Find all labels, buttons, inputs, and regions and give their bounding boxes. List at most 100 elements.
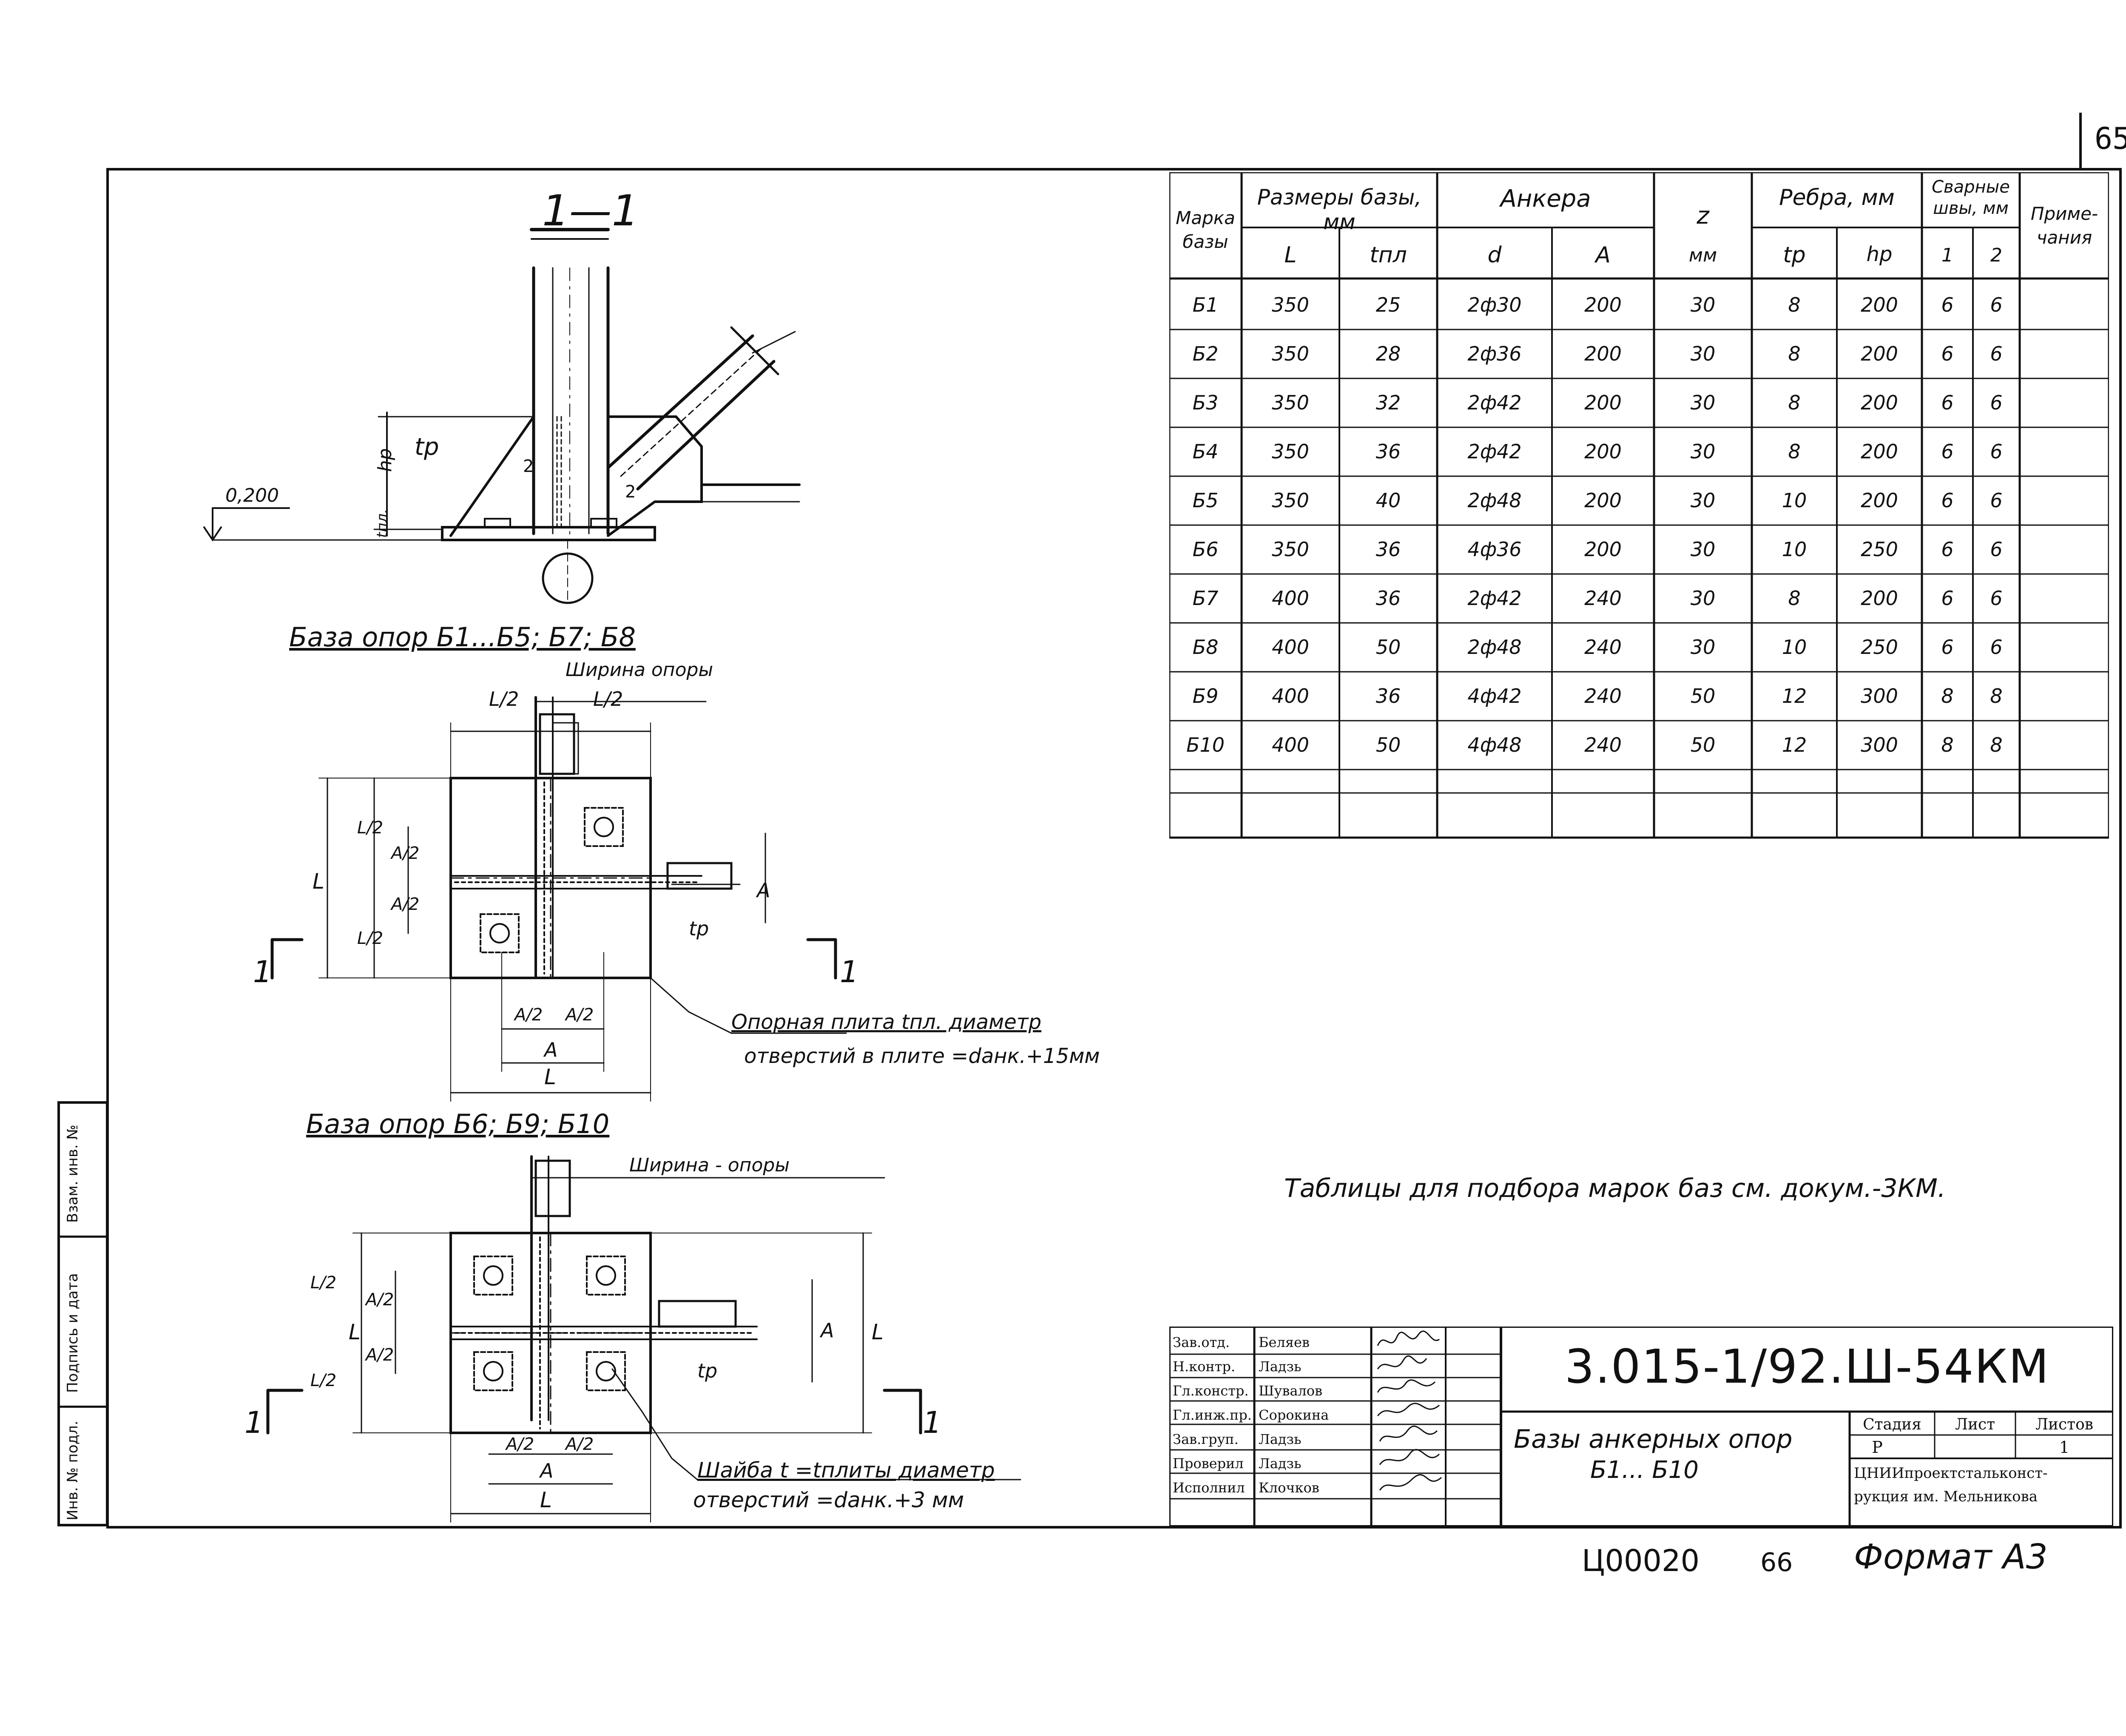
th-tp: tp	[1783, 242, 1806, 268]
side-stamp: Взам. инв. № Подпись и дата Инв. № подл.	[57, 1101, 108, 1526]
plan1-dim-A2-h2: A/2	[564, 1005, 594, 1025]
base-table: Марка базы Размеры базы, мм Анкера z мм …	[1169, 172, 2109, 840]
th-notes: Приме- чания	[2030, 203, 2098, 248]
dim-hp: hp	[374, 448, 396, 472]
plan1-dim-L-left: L	[313, 869, 324, 894]
th-w1: 1	[1941, 244, 1953, 266]
plan1-width-label: Ширина опоры	[566, 659, 713, 681]
staff-row: Гл.инж.пр.Сорокина	[1173, 1407, 1329, 1423]
sheet-number-box: 65	[2079, 113, 2126, 168]
plan1-note-1: Опорная плита tпл. диаметр	[731, 1010, 1041, 1034]
th-mark: Марка базы	[1176, 207, 1235, 252]
plan1-dim-A2-v1: A/2	[390, 844, 419, 863]
drawing-frame	[106, 168, 2122, 1529]
table-grid	[1169, 172, 2109, 839]
plan2-dim-L2-v2: L/2	[310, 1371, 336, 1390]
document-name-2: Б1... Б10	[1590, 1456, 1699, 1484]
section-1-1	[203, 228, 801, 604]
weld-mark-2b: 2	[625, 482, 636, 502]
plan2-dim-L-right: L	[872, 1320, 884, 1344]
plan2-dim-A2-h2: A/2	[564, 1435, 594, 1454]
page-number: 66	[1760, 1548, 1793, 1577]
sheet-label: Лист	[1955, 1416, 1995, 1433]
section-title: 1—1	[542, 186, 639, 236]
staff-row: Зав.отд.Беляев	[1173, 1334, 1310, 1350]
plan2-dim-A-right: A	[819, 1319, 834, 1342]
plan1-dim-L2-v1: L/2	[357, 818, 383, 838]
plan-2	[266, 701, 1021, 1523]
dim-tpl: tпл.	[374, 509, 391, 538]
table-note: Таблицы для подбора марок баз см. докум.…	[1284, 1173, 1946, 1203]
th-z-unit: мм	[1688, 244, 1717, 266]
plan2-dim-L-bottom: L	[540, 1488, 552, 1512]
plan2-note-2: отверстий =dанк.+3 мм	[693, 1488, 964, 1512]
th-L: L	[1284, 242, 1297, 268]
plan1-dim-A-bottom: A	[543, 1038, 557, 1061]
plan1-dim-L-bottom: L	[544, 1065, 556, 1089]
th-base-size: Размеры базы, мм	[1257, 185, 1422, 234]
plan2-dim-A2-v2: A/2	[364, 1345, 394, 1365]
th-hp: hp	[1866, 242, 1893, 266]
organization-1: ЦНИИпроектстальконст-	[1854, 1465, 2048, 1482]
document-name-1: Базы анкерных опор	[1514, 1424, 1793, 1454]
th-ribs: Ребра, мм	[1779, 185, 1895, 210]
plan2-dim-A-bottom: A	[539, 1459, 553, 1482]
plan2-dim-L-left: L	[349, 1320, 361, 1344]
plan2-note-1: Шайба t =tплиты диаметр	[697, 1458, 995, 1483]
plan2-dim-tp: tp	[697, 1359, 717, 1382]
staff-row: Гл.констр.Шувалов	[1173, 1383, 1323, 1399]
plan2-section-left: 1	[244, 1405, 264, 1440]
document-code: 3.015-1/92.Ш-54КМ	[1564, 1339, 2050, 1394]
plan2-width-label: Ширина - опоры	[629, 1154, 790, 1176]
plan2-dim-L2-v1: L/2	[310, 1273, 336, 1293]
plan1-dim-L2-right: L/2	[593, 688, 623, 710]
th-tpl: tпл	[1370, 242, 1407, 268]
weld-mark-2a: 2	[523, 457, 534, 476]
stage-label: Стадия	[1863, 1416, 1921, 1433]
sheet-number: 65	[2095, 121, 2126, 156]
plan1-note-2: отверстий в плите =dанк.+15мм	[744, 1044, 1100, 1068]
plan1-dim-L2-left: L/2	[489, 688, 519, 710]
title-block-grid	[1169, 1327, 2113, 1526]
plan1-dim-A-right: A	[756, 879, 770, 902]
plan1-dim-A2-h1: A/2	[513, 1005, 543, 1025]
plan1-section-right: 1	[840, 955, 859, 989]
elevation-mark: 0,200	[225, 485, 279, 506]
plan1-dim-A2-v2: A/2	[390, 895, 419, 914]
th-A: A	[1595, 242, 1611, 268]
plan1-section-left: 1	[253, 955, 272, 989]
plan1-dim-tp: tp	[689, 917, 709, 940]
archive-number: Ц00020	[1582, 1543, 1700, 1578]
plan2-dim-A2-v1: A/2	[364, 1290, 394, 1310]
th-w2: 2	[1990, 244, 2002, 266]
paper-format: Формат А3	[1854, 1537, 2048, 1577]
sheets-value: 1	[2059, 1438, 2070, 1457]
plan-1	[270, 696, 847, 1102]
staff-row: Зав.груп.Ладзь	[1173, 1431, 1302, 1447]
dim-tp: tp	[415, 433, 439, 461]
staff-list: Зав.отд.Беляев Н.контр.Ладзь Гл.констр.Ш…	[1169, 1330, 1501, 1500]
th-welds: Сварные швы, мм	[1932, 177, 2010, 218]
staff-row: Н.контр.Ладзь	[1173, 1358, 1302, 1375]
plan1-title: База опор Б1...Б5; Б7; Б8	[289, 622, 636, 653]
signatures	[1377, 1330, 1442, 1491]
title-block: Зав.отд.Беляев Н.контр.Ладзь Гл.констр.Ш…	[1169, 1327, 2113, 1526]
plan2-section-right: 1	[923, 1405, 942, 1440]
th-d: d	[1487, 242, 1502, 268]
organization-2: рукция им. Мельникова	[1854, 1488, 2038, 1505]
th-anchors: Анкера	[1500, 185, 1591, 213]
